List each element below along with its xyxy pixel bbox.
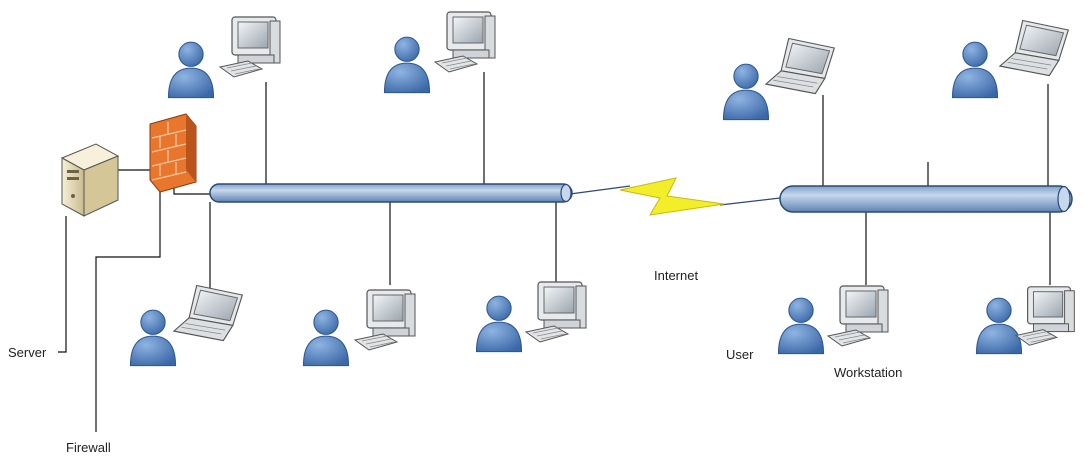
- user-icon: [777, 297, 825, 355]
- internet-link: [569, 177, 781, 216]
- user-label: User: [726, 347, 754, 362]
- internet-label: Internet: [654, 268, 699, 283]
- firewall-icon: [149, 113, 197, 193]
- user-icon: [167, 41, 215, 99]
- user-icon: [302, 309, 350, 367]
- desktop-computer-icon: [525, 281, 587, 343]
- left-network-bus: [209, 183, 573, 203]
- user-icon: [722, 63, 770, 121]
- firewall-leader-line: [95, 182, 161, 432]
- laptop-icon: [173, 284, 243, 342]
- right-network-bus: [779, 185, 1073, 213]
- user-icon: [951, 41, 999, 99]
- firewall-label: Firewall: [66, 440, 111, 455]
- desktop-computer-icon: [1015, 286, 1075, 346]
- desktop-computer-icon: [219, 16, 281, 78]
- workstation-label: Workstation: [834, 365, 903, 380]
- server-label: Server: [8, 345, 47, 360]
- user-icon: [383, 36, 431, 94]
- lightning-icon: [619, 177, 725, 216]
- user-icon: [129, 309, 177, 367]
- desktop-computer-icon: [434, 11, 496, 73]
- laptop-icon: [999, 19, 1069, 77]
- laptop-icon: [765, 37, 835, 95]
- server-leader-line: [58, 216, 67, 353]
- user-icon: [475, 295, 523, 353]
- server-icon: [60, 143, 120, 217]
- desktop-computer-icon: [354, 289, 416, 351]
- user-icon: [975, 297, 1023, 355]
- desktop-computer-icon: [827, 285, 889, 347]
